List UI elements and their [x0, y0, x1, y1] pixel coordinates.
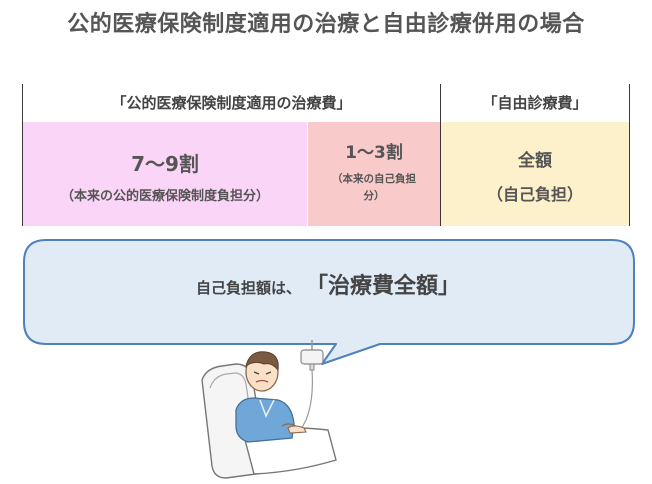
table-left-border — [22, 84, 23, 226]
bubble-lead-text: 自己負担額は、 — [195, 279, 301, 297]
bubble-emphasis-text: 「治療費全額」 — [306, 274, 461, 299]
header-free-treatment: 「自由診療費」 — [482, 94, 588, 112]
bubble-message: 自己負担額は、 「治療費全額」 — [26, 268, 630, 300]
cost-table: 「公的医療保険制度適用の治療費」 「自由診療費」 7〜9割 （本来の公的医療保険… — [22, 84, 630, 226]
free-amount-note: （自己負担） — [486, 185, 583, 204]
self-share-note-line2: 分） — [363, 190, 385, 202]
cell-insurance-share: 7〜9割 （本来の公的医療保険制度負担分） — [23, 122, 307, 226]
insurance-share-value: 7〜9割 — [131, 152, 199, 176]
table-right-border — [629, 84, 630, 226]
page-title: 公的医療保険制度適用の治療と自由診療併用の場合 — [67, 12, 585, 37]
insurance-share-note: （本来の公的医療保険制度負担分） — [60, 189, 269, 204]
header-insurance: 「公的医療保険制度適用の治療費」 — [111, 94, 352, 112]
hospital-patient-illustration — [201, 340, 337, 479]
patient-icon — [235, 351, 307, 443]
cell-free-treatment: 全額 （自己負担） — [441, 122, 629, 226]
iv-drip-icon — [295, 340, 324, 437]
cell-self-share: 1〜3割 （本来の自己負担 分） — [308, 122, 440, 226]
table-divider — [440, 84, 441, 226]
free-amount-value: 全額 — [518, 151, 552, 171]
self-share-value: 1〜3割 — [345, 143, 403, 163]
self-share-note-line1: （本来の自己負担 — [332, 173, 416, 185]
